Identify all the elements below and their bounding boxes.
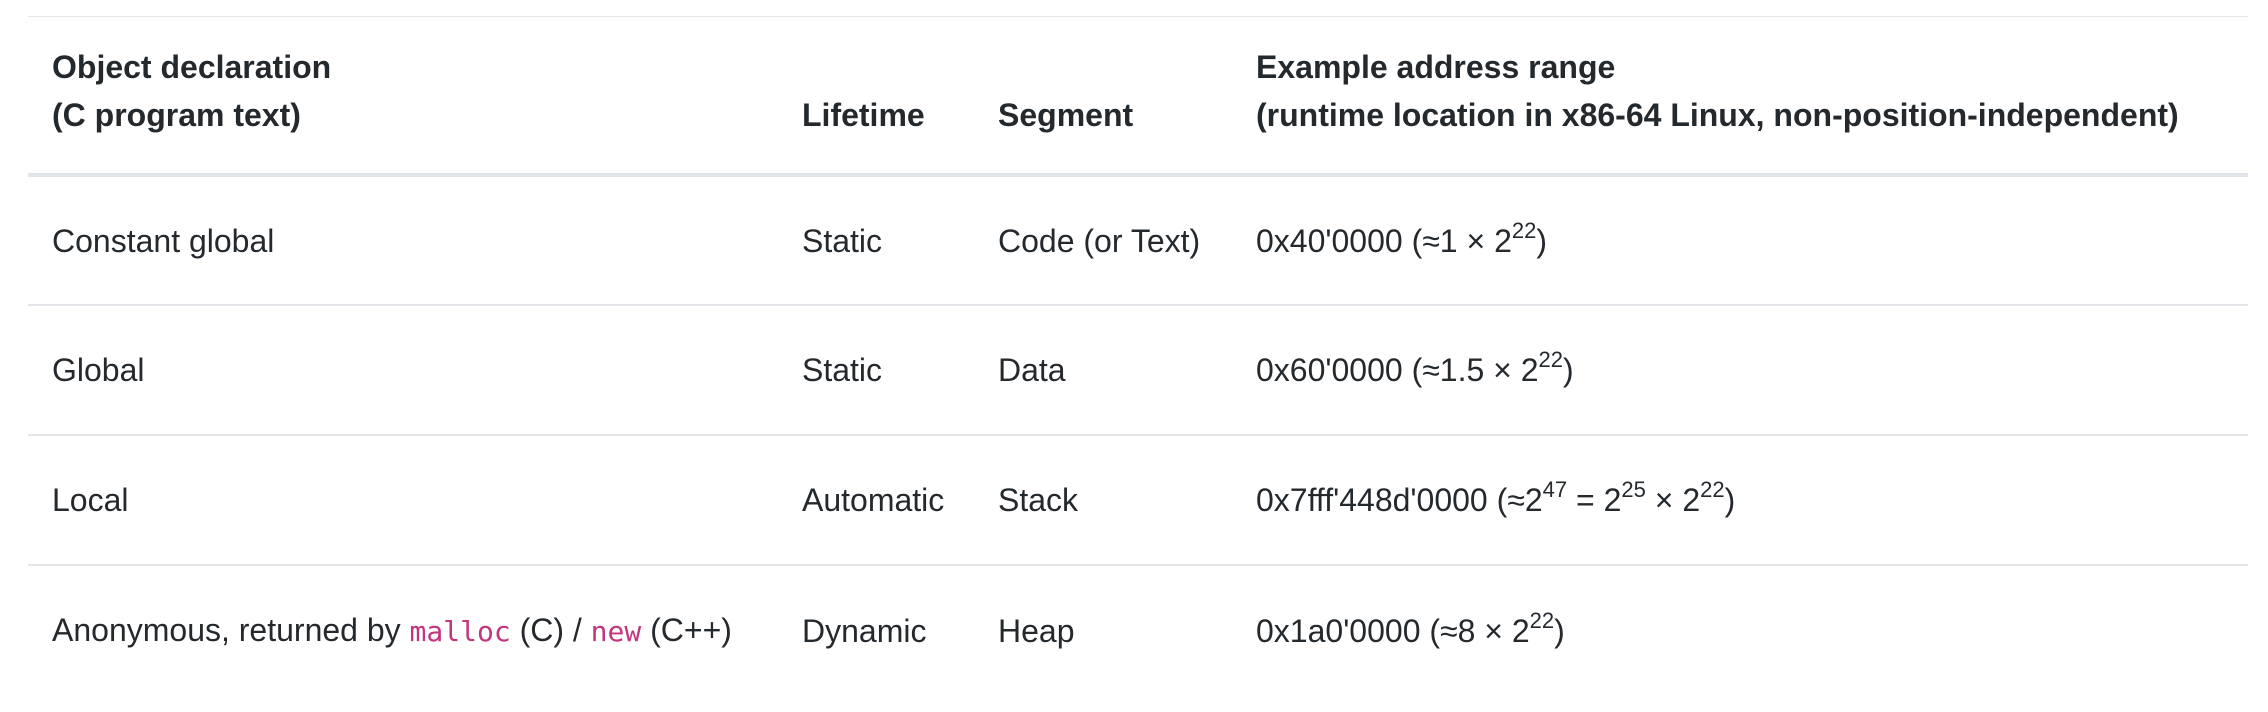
header-address-line2: (runtime location in x86-64 Linux, non-p… (1256, 97, 2179, 133)
header-address: Example address range (runtime location … (1232, 17, 2248, 176)
cell-declaration: Global (52, 352, 145, 388)
address-close: ) (1724, 482, 1736, 518)
address-exponent-2: 25 (1621, 477, 1646, 502)
header-segment: Segment (998, 97, 1134, 133)
cell-lifetime: Dynamic (802, 612, 927, 649)
cell-segment: Data (998, 352, 1066, 388)
table-header: Object declaration (C program text) Life… (28, 16, 2248, 176)
cell-address: 0x7fff'448d'0000 (≈247 = 225 × 222) (1232, 435, 2248, 565)
cell-segment: Stack (998, 482, 1079, 518)
header-row: Object declaration (C program text) Life… (28, 16, 2248, 176)
declaration-mid: (C) / (510, 611, 591, 648)
table-body: Constant global Static Code (or Text) 0x… (28, 175, 2248, 695)
declaration-suffix: (C++) (641, 611, 732, 648)
declaration-prefix: Anonymous, returned by (52, 611, 410, 648)
memory-segments-table-container: Object declaration (C program text) Life… (28, 16, 2248, 695)
code-new: new (590, 614, 642, 648)
cell-lifetime: Automatic (802, 482, 945, 518)
address-value: 0x1a0'0000 (1256, 612, 1421, 649)
address-value: 0x7fff'448d'0000 (1256, 482, 1488, 518)
address-mid-2: × 2 (1645, 482, 1701, 518)
address-exponent: 22 (1511, 217, 1537, 243)
header-declaration-line2: (C program text) (52, 97, 301, 133)
address-value: 0x40'0000 (1256, 222, 1403, 259)
address-exponent: 22 (1529, 607, 1555, 633)
address-close: ) (1536, 222, 1547, 259)
header-lifetime: Lifetime (802, 97, 925, 133)
cell-address: 0x60'0000 (≈1.5 × 222) (1232, 305, 2248, 435)
table-row: Anonymous, returned by malloc (C) / new … (28, 565, 2248, 695)
table-row: Local Automatic Stack 0x7fff'448d'0000 (… (28, 435, 2248, 565)
header-declaration-line1: Object declaration (52, 49, 332, 85)
address-value: 0x60'0000 (1256, 352, 1403, 388)
cell-address: 0x1a0'0000 (≈8 × 222) (1232, 565, 2248, 695)
memory-segments-table: Object declaration (C program text) Life… (28, 16, 2248, 695)
address-exponent-1: 47 (1542, 477, 1568, 502)
address-approx: (≈1.5 × 2 (1402, 352, 1539, 388)
address-mid-1: = 2 (1567, 482, 1622, 518)
table-row: Global Static Data 0x60'0000 (≈1.5 × 222… (28, 305, 2248, 435)
cell-segment: Heap (998, 612, 1075, 649)
address-exponent: 22 (1538, 347, 1564, 372)
cell-declaration: Local (52, 482, 129, 518)
address-approx: (≈8 × 2 (1420, 612, 1530, 649)
code-malloc: malloc (409, 614, 511, 648)
cell-lifetime: Static (802, 352, 883, 388)
table-row: Constant global Static Code (or Text) 0x… (28, 175, 2248, 305)
address-approx: (≈1 × 2 (1402, 222, 1512, 259)
address-approx: (≈2 (1487, 482, 1543, 518)
cell-address: 0x40'0000 (≈1 × 222) (1232, 175, 2248, 305)
cell-declaration: Constant global (52, 222, 275, 259)
address-close: ) (1563, 352, 1574, 388)
header-declaration: Object declaration (C program text) (28, 17, 778, 176)
address-close: ) (1554, 612, 1565, 649)
cell-segment: Code (or Text) (998, 222, 1201, 259)
address-exponent-3: 22 (1700, 477, 1725, 502)
cell-lifetime: Static (802, 222, 883, 259)
header-address-line1: Example address range (1256, 49, 1616, 85)
cell-declaration: Anonymous, returned by malloc (C) / new … (28, 565, 778, 695)
